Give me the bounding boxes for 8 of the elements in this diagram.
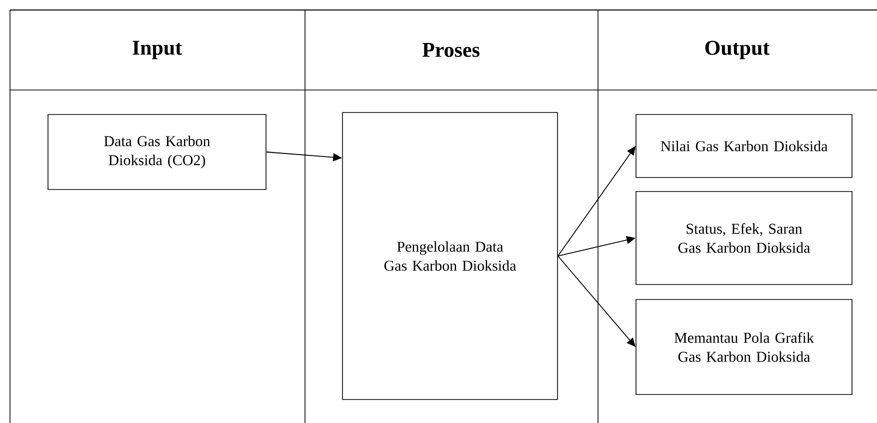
process-box: Nilai Gas Karbon Dioksida: [636, 114, 852, 178]
process-box: Data Gas Karbon Dioksida (CO2): [48, 114, 266, 190]
column-header: Output: [705, 40, 770, 60]
column-header: Input: [132, 40, 182, 60]
column-header: Proses: [422, 43, 480, 57]
process-box: Pengelolaan Data Gas Karbon Dioksida: [342, 112, 558, 400]
process-box: Memantau Pola Grafik Gas Karbon Dioksida: [636, 299, 852, 395]
process-box: Status, Efek, Saran Gas Karbon Dioksida: [636, 191, 852, 285]
